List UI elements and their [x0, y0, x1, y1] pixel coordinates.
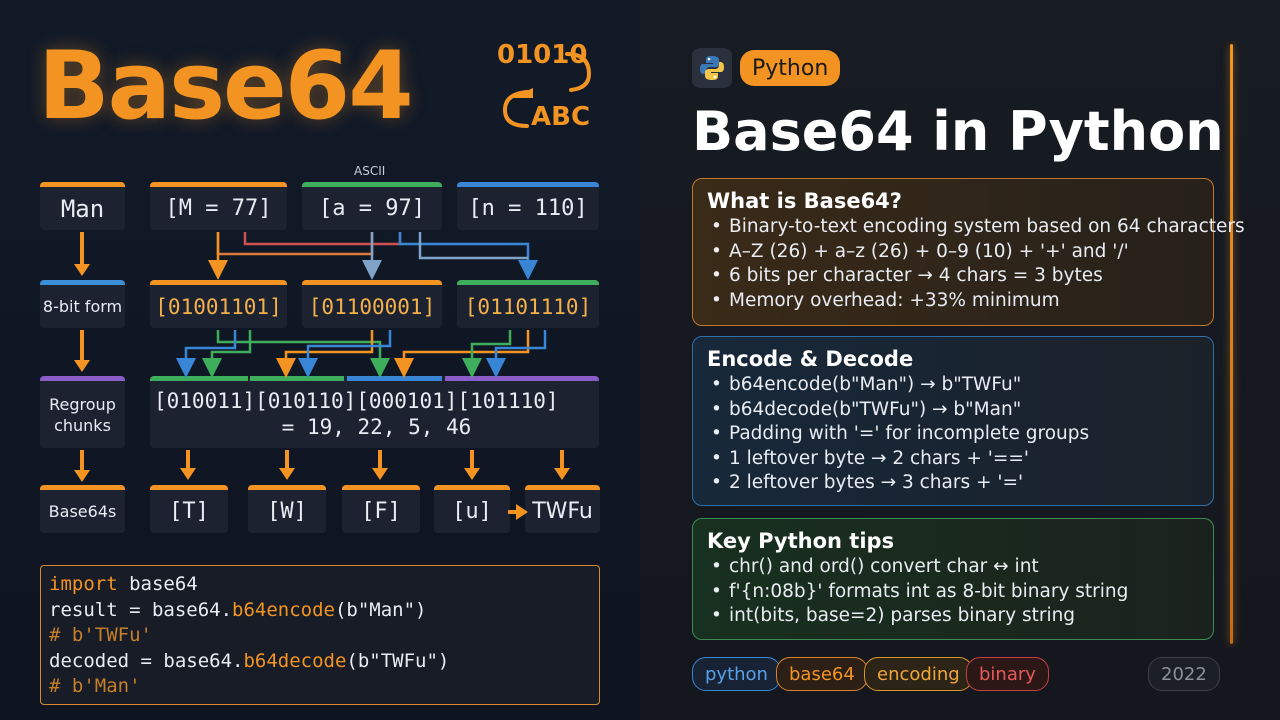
code-line2-end: (b"Man"): [334, 598, 427, 621]
code-comment-decoded: # b'Man': [49, 675, 141, 697]
python-pill: Python: [740, 50, 841, 86]
regroup-chunks-box: [010011][010110][000101][101110] = 19, 2…: [150, 376, 599, 448]
char-a-box: [a = 97]: [302, 182, 442, 230]
tag-base64[interactable]: base64: [776, 657, 868, 691]
list-item: b64encode(b"Man") → b"TWFu": [707, 373, 1199, 398]
icon-bits-bottom: ABC: [531, 102, 591, 132]
card-encode-decode: Encode & Decode b64encode(b"Man") → b"TW…: [692, 336, 1214, 506]
code-line2-start: result = base64.: [49, 598, 233, 621]
year-badge: 2022: [1148, 657, 1220, 691]
list-item: f'{n:08b}' formats int as 8-bit binary s…: [707, 580, 1199, 605]
code-decode-fn: b64decode: [243, 649, 347, 672]
ascii-label: ASCII: [354, 164, 386, 178]
base64s-label-box: Base64s: [40, 485, 125, 533]
input-word-box: Man: [40, 182, 125, 230]
regroup-label-box: Regroup chunks: [40, 376, 125, 448]
output-t-box: [T]: [150, 485, 228, 533]
code-comment-encoded: # b'TWFu': [49, 624, 152, 646]
list-item: b64decode(b"TWFu") → b"Man": [707, 398, 1199, 423]
card-what-is-base64: What is Base64? Binary-to-text encoding …: [692, 178, 1245, 326]
code-line4-start: decoded = base64.: [49, 649, 244, 672]
list-item: int(bits, base=2) parses binary string: [707, 604, 1199, 629]
tag-python[interactable]: python: [692, 657, 781, 691]
code-import-keyword: import: [49, 573, 118, 595]
char-n-box: [n = 110]: [457, 182, 599, 230]
byte-n-box: [01101110]: [457, 280, 599, 328]
left-panel: Base64 01010 ABC ASCII Man [M = 77] [a =…: [0, 0, 640, 720]
card-python-tips: Key Python tips chr() and ord() convert …: [692, 518, 1214, 640]
card-heading: Encode & Decode: [707, 347, 914, 371]
regroup-label-line2: chunks: [54, 415, 111, 435]
regroup-label-line1: Regroup: [49, 394, 116, 414]
list-item: 2 leftover bytes → 3 chars + '=': [707, 471, 1199, 496]
tag-binary[interactable]: binary: [966, 657, 1049, 691]
chunk-values-line: = 19, 22, 5, 46: [281, 415, 472, 439]
card-heading: What is Base64?: [707, 189, 902, 213]
tag-encoding[interactable]: encoding: [864, 657, 973, 691]
output-f-box: [F]: [342, 485, 420, 533]
python-code-snippet: import base64 result = base64.b64encode(…: [40, 565, 600, 705]
list-item: Padding with '=' for incomplete groups: [707, 422, 1199, 447]
eight-bit-label-box: 8-bit form: [40, 280, 125, 328]
card-heading: Key Python tips: [707, 529, 895, 553]
output-w-box: [W]: [248, 485, 326, 533]
char-m-box: [M = 77]: [150, 182, 287, 230]
accent-divider: [1230, 44, 1233, 644]
list-item: chr() and ord() convert char ↔ int: [707, 555, 1199, 580]
list-item: Memory overhead: +33% minimum: [707, 289, 1199, 314]
chunks-line: [010011][010110][000101][101110]: [154, 389, 559, 413]
brand-title: Base64: [38, 32, 414, 141]
page-title: Base64 in Python: [692, 100, 1224, 163]
list-item: 6 bits per character → 4 chars = 3 bytes: [707, 264, 1199, 289]
result-box: TWFu: [525, 485, 600, 533]
byte-a-box: [01100001]: [302, 280, 442, 328]
code-line4-end: (b"TWFu"): [346, 649, 450, 672]
curved-arrow-icon: [502, 52, 592, 128]
byte-m-box: [01001101]: [150, 280, 287, 328]
list-item: Binary-to-text encoding system based on …: [707, 215, 1245, 240]
code-line1-rest: base64: [117, 573, 198, 595]
python-logo-icon: [692, 48, 732, 88]
binary-to-text-icon: 01010 ABC: [497, 40, 597, 140]
code-encode-fn: b64encode: [232, 598, 335, 621]
list-item: 1 leftover byte → 2 chars + '==': [707, 447, 1199, 472]
output-u-box: [u]: [434, 485, 510, 533]
list-item: A–Z (26) + a–z (26) + 0–9 (10) + '+' and…: [707, 240, 1199, 265]
